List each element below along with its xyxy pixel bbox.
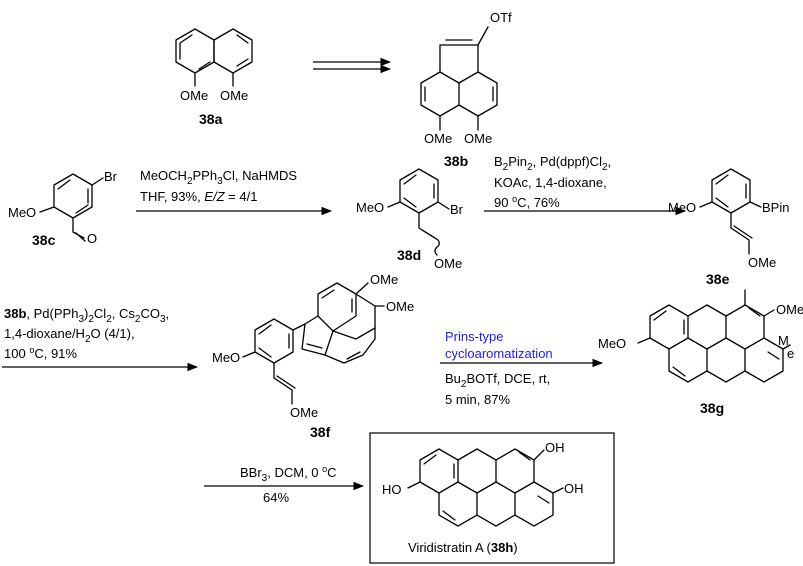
step6-line1: BBr3, DCM, 0 oC bbox=[240, 464, 337, 484]
step3-line2: KOAc, 1,4-dioxane, bbox=[494, 175, 607, 190]
product-box bbox=[369, 432, 615, 564]
38d-br: Br bbox=[450, 202, 464, 217]
38h-caption: Viridistratin A (38h) bbox=[408, 540, 518, 555]
38a-ome-left: OMe bbox=[180, 88, 208, 103]
step5-line2: cycloaromatization bbox=[445, 346, 553, 361]
step4-line1: 38b, Pd(PPh3)2Cl2, Cs2CO3, bbox=[4, 306, 169, 325]
38g-m: M bbox=[778, 333, 789, 348]
structure-38a: OMe OMe 38a bbox=[175, 28, 253, 127]
step5-line3: Bu2BOTf, DCE, rt, bbox=[445, 371, 550, 390]
step3-line1: B2Pin2, Pd(dppf)Cl2, bbox=[494, 154, 611, 173]
arrow-38a-38b bbox=[313, 57, 392, 74]
38d-meo: MeO bbox=[356, 200, 384, 215]
step6-line2: 64% bbox=[263, 490, 289, 505]
38f-meo: MeO bbox=[212, 350, 240, 365]
step2-line1: MeOCH2PPh3Cl, NaHMDS bbox=[140, 168, 297, 187]
arrow-38c-38d: MeOCH2PPh3Cl, NaHMDS THF, 93%, E/Z = 4/1 bbox=[136, 168, 333, 216]
38c-meo: MeO bbox=[8, 205, 36, 220]
38a-label: 38a bbox=[199, 111, 223, 127]
38e-ome: OMe bbox=[748, 255, 776, 270]
step4-line2: 1,4-dioxane/H2O (4/1), bbox=[4, 326, 135, 345]
38b-ome-left: OMe bbox=[424, 131, 452, 146]
38a-ome-right: OMe bbox=[220, 88, 248, 103]
38f-ome-right: OMe bbox=[386, 299, 414, 314]
38b-label: 38b bbox=[444, 153, 468, 169]
38d-ome: OMe bbox=[434, 256, 462, 271]
38f-ome-top: OMe bbox=[370, 272, 398, 287]
step2-line2: THF, 93%, E/Z = 4/1 bbox=[140, 189, 257, 204]
structure-38d: Br MeO OMe 38d bbox=[356, 168, 464, 271]
step5-line1: Prins-type bbox=[445, 329, 504, 344]
38b-ome-right: OMe bbox=[464, 131, 492, 146]
38g-label: 38g bbox=[700, 400, 724, 416]
38h-ho: HO bbox=[382, 482, 402, 497]
38e-bpin: BPin bbox=[762, 200, 789, 215]
arrow-38d-38e: B2Pin2, Pd(dppf)Cl2, KOAc, 1,4-dioxane, … bbox=[484, 154, 687, 216]
38f-label: 38f bbox=[310, 424, 331, 440]
structure-38e: BPin MeO OMe 38e bbox=[668, 168, 789, 287]
step3-line3: 90 oC, 76% bbox=[494, 194, 560, 210]
structure-38f: MeO OMe OMe OMe 38f bbox=[212, 272, 414, 440]
structure-38c: Br MeO O 38c bbox=[8, 169, 118, 248]
step5-line4: 5 min, 87% bbox=[445, 392, 510, 407]
structure-38g: MeO OMe M e 38g bbox=[598, 289, 803, 416]
step4-line3: 100 oC, 91% bbox=[4, 345, 77, 361]
38e-label: 38e bbox=[706, 271, 730, 287]
structure-38h: HO OH OH Viridistratin A (38h) bbox=[369, 432, 615, 564]
38c-br: Br bbox=[104, 169, 118, 184]
arrow-38g-38h: BBr3, DCM, 0 oC 64% bbox=[204, 464, 365, 505]
38g-e: e bbox=[787, 346, 794, 361]
arrow-38e-38f: 38b, Pd(PPh3)2Cl2, Cs2CO3, 1,4-dioxane/H… bbox=[2, 306, 199, 372]
arrow-38f-38g: Prins-type cycloaromatization Bu2BOTf, D… bbox=[440, 329, 604, 407]
38g-meo: MeO bbox=[598, 336, 626, 351]
38c-label: 38c bbox=[32, 232, 56, 248]
38e-meo: MeO bbox=[668, 200, 696, 215]
38h-oh-right: OH bbox=[564, 481, 584, 496]
38h-oh-top: OH bbox=[545, 440, 565, 455]
structure-38b: OTf OMe OMe 38b bbox=[420, 10, 512, 169]
38d-label: 38d bbox=[397, 247, 421, 263]
38b-otf: OTf bbox=[490, 10, 512, 25]
38f-ome-vinyl: OMe bbox=[290, 405, 318, 420]
38g-ome-top: OMe bbox=[776, 302, 803, 317]
38c-o: O bbox=[87, 231, 97, 246]
